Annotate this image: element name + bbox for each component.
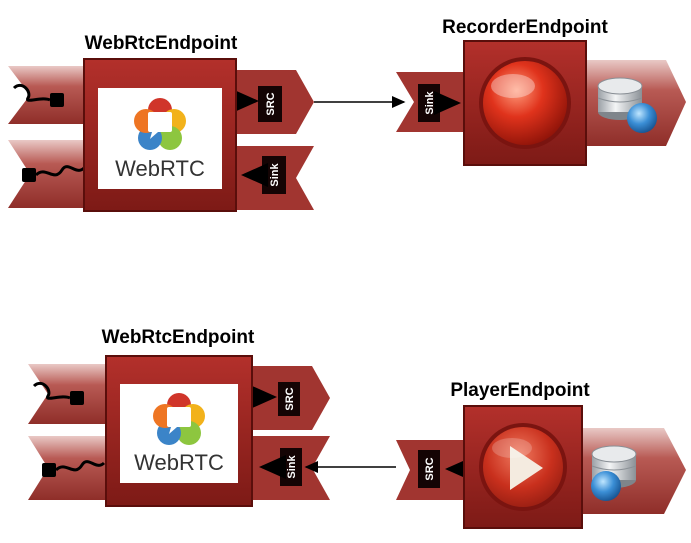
- webrtc-input-ribbon-top: [8, 66, 98, 124]
- recorder-endpoint-title: RecorderEndpoint: [442, 17, 608, 38]
- cable-in-icon: [32, 381, 71, 400]
- webrtc-logo-icon: [153, 393, 205, 445]
- webrtc-output-ribbon-top: [8, 140, 98, 208]
- webrtc-logo-icon: [134, 98, 186, 150]
- player-endpoint-box[interactable]: [463, 405, 583, 529]
- plug-icon: [70, 391, 84, 405]
- svg-text:SRC: SRC: [284, 387, 296, 410]
- plug-icon: [50, 93, 64, 107]
- play-icon: [510, 446, 543, 490]
- webrtc-endpoint-box-top[interactable]: WebRTC: [83, 58, 237, 212]
- webrtc-sink-port-bottom[interactable]: Sink: [250, 436, 330, 500]
- webrtc-output-ribbon-bottom: [28, 436, 112, 500]
- svg-text:SRC: SRC: [265, 92, 277, 115]
- svg-text:Sink: Sink: [269, 163, 281, 187]
- webrtc-logo-text: WebRTC: [115, 156, 205, 181]
- cable-out-icon: [54, 460, 106, 472]
- player-storage-ribbon: [578, 428, 686, 514]
- player-src-port[interactable]: SRC: [396, 440, 474, 500]
- cable-out-icon: [34, 165, 86, 177]
- recorder-sink-port[interactable]: Sink: [396, 72, 468, 132]
- svg-text:Sink: Sink: [286, 455, 298, 479]
- webrtc-sink-port-top[interactable]: Sink: [234, 146, 314, 210]
- webrtc-input-ribbon-bottom: [28, 364, 112, 424]
- cable-in-icon: [12, 83, 51, 102]
- svg-text:SRC: SRC: [424, 457, 436, 480]
- globe-icon: [627, 103, 657, 133]
- webrtc-endpoint-title-bottom: WebRtcEndpoint: [102, 327, 255, 348]
- svg-text:Sink: Sink: [424, 91, 436, 115]
- webrtc-logo-text: WebRTC: [134, 450, 224, 475]
- webrtc-endpoint-box-bottom[interactable]: WebRTC: [105, 355, 253, 507]
- webrtc-endpoint-title-top: WebRtcEndpoint: [85, 33, 238, 54]
- player-endpoint-title: PlayerEndpoint: [450, 380, 590, 401]
- webrtc-src-port-bottom[interactable]: SRC: [250, 366, 330, 430]
- record-icon: [483, 61, 567, 145]
- webrtc-src-port-top[interactable]: SRC: [232, 70, 314, 134]
- recorder-storage-ribbon: [582, 60, 686, 146]
- globe-icon: [591, 471, 621, 501]
- plug-out-icon: [22, 168, 36, 182]
- plug-out-icon: [42, 463, 56, 477]
- recorder-endpoint-box[interactable]: [463, 40, 587, 166]
